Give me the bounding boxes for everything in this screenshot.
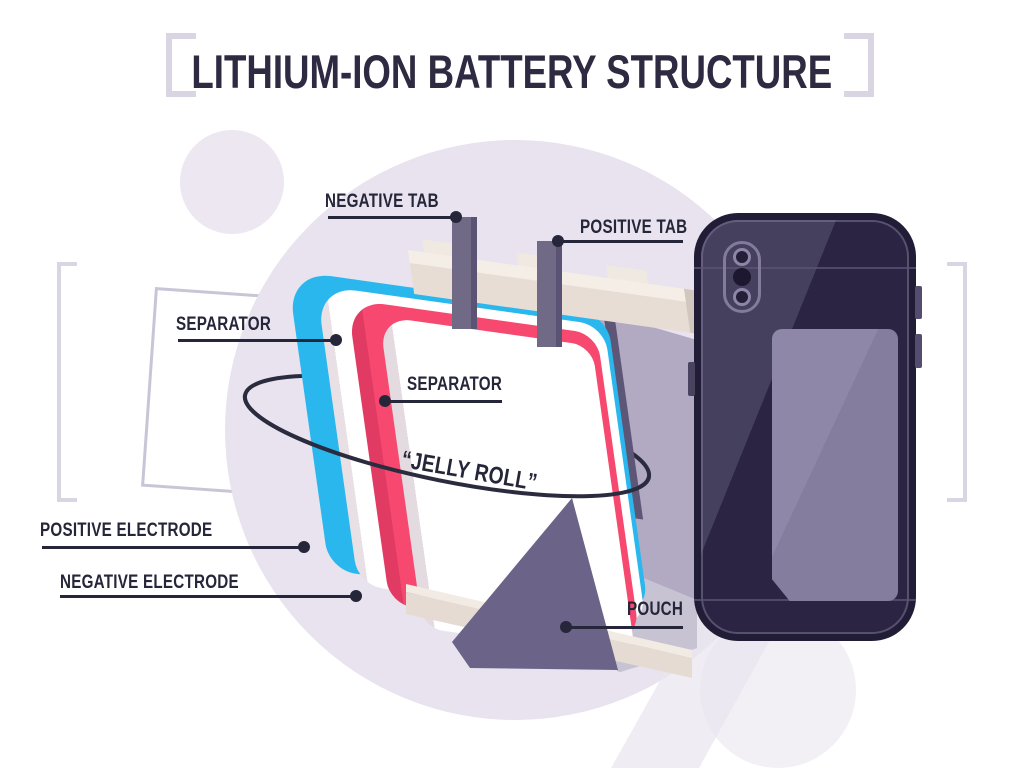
callout-dot [450, 211, 462, 223]
separator-top-label: SEPARATOR [176, 314, 272, 335]
camera-flash-icon [733, 268, 751, 286]
camera-module [723, 241, 761, 313]
background-circle-small [180, 130, 284, 234]
negative-electrode-label: NEGATIVE ELECTRODE [60, 572, 239, 593]
phone-power-button [915, 334, 922, 368]
positive-tab-label: POSITIVE TAB [580, 217, 688, 238]
positive-electrode-label: POSITIVE ELECTRODE [40, 520, 213, 541]
negative-tab-metal [452, 217, 477, 329]
callout-dot [350, 590, 362, 602]
pouch-callout-line [560, 621, 683, 633]
negative-tab-callout-line [328, 211, 462, 223]
positive-tab-callout-line [552, 235, 683, 247]
callout-dot [379, 395, 391, 407]
pouch-label: POUCH [627, 599, 684, 620]
callout-dot [330, 334, 342, 346]
title-wrap: LITHIUM-ION BATTERY STRUCTURE [0, 44, 1024, 99]
negative-tab-label: NEGATIVE TAB [325, 191, 439, 212]
pouch-fold-triangle [452, 498, 618, 670]
camera-lens-top-icon [733, 248, 751, 266]
title-bracket-left [166, 33, 196, 97]
positive-electrode-callout-line [42, 541, 310, 553]
separator-front-label: SEPARATOR [407, 374, 503, 395]
separator-front-callout-line [379, 395, 502, 407]
jelly-roll-loop-front-arc [242, 394, 651, 499]
phone-volume-button [915, 286, 922, 319]
callout-dot [298, 541, 310, 553]
page-title: LITHIUM-ION BATTERY STRUCTURE [191, 45, 833, 98]
side-bracket-left [57, 262, 77, 502]
negative-electrode-callout-line [60, 590, 362, 602]
side-bracket-right [947, 262, 967, 502]
callout-dot [552, 235, 564, 247]
title-bracket-right [844, 33, 874, 97]
positive-tab-metal [537, 241, 562, 347]
phone-antenna-line-top [694, 267, 916, 269]
camera-lens-bottom-icon [733, 288, 751, 306]
phone-sim-button [688, 362, 695, 396]
phone [688, 213, 922, 641]
separator-top-callout-line [178, 334, 342, 346]
callout-dot [560, 621, 572, 633]
phone-internal-battery [772, 329, 898, 601]
